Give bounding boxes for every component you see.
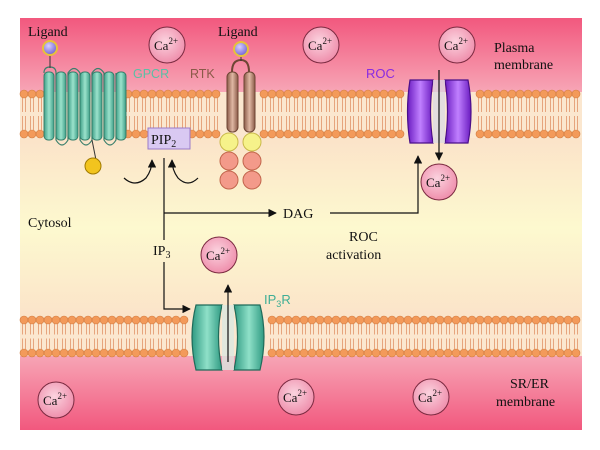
ca-ion-label: Ca2+	[43, 391, 67, 408]
g-protein-icon	[84, 157, 102, 175]
gpcr-label: GPCR	[133, 67, 169, 81]
pip2-label: PIP2	[151, 133, 176, 150]
pip2-box	[147, 127, 191, 150]
cytosol-label: Cytosol	[28, 216, 72, 231]
ca-ion-label: Ca2+	[418, 388, 442, 405]
ligand-icon-1	[42, 40, 58, 56]
dag-label: DAG	[283, 207, 313, 222]
ca-ion-label: Ca2+	[154, 36, 178, 53]
pathway-arrows	[123, 70, 444, 362]
ca-ion-extracellular-1: Ca2+	[148, 26, 186, 64]
plasma-membrane-label-line2: membrane	[494, 58, 553, 73]
sr-er-membrane-label-line2: membrane	[496, 395, 555, 410]
sr-er-membrane	[19, 315, 582, 358]
ca-ion-label: Ca2+	[308, 36, 332, 53]
rtk-receptor	[219, 58, 262, 190]
calcium-ions: Ca2+ Ca2+ Ca2+ Ca2+ Ca2+ Ca2+ Ca2+ Ca2+	[37, 26, 476, 419]
ca-ion-roc-entry: Ca2+	[438, 26, 476, 64]
ca-ion-extracellular-2: Ca2+	[302, 26, 340, 64]
ip3r-channel	[191, 304, 265, 371]
ca-ion-store-2: Ca2+	[277, 378, 315, 416]
ca-ion-released: Ca2+	[200, 236, 238, 274]
ca-ion-label: Ca2+	[283, 388, 307, 405]
ligand-icon-2	[233, 41, 249, 57]
ca-ion-roc-cytosol: Ca2+	[420, 163, 458, 201]
ip3-label: IP3	[153, 244, 170, 261]
gpcr-receptor	[43, 66, 127, 175]
plasma-membrane-label-line1: Plasma	[494, 41, 535, 56]
cytosol-region	[20, 138, 582, 318]
ca-ion-store-3: Ca2+	[412, 378, 450, 416]
roc-activation-label-line1: ROC	[349, 230, 378, 245]
roc-label: ROC	[366, 66, 395, 81]
roc-activation-label-line2: activation	[326, 248, 381, 263]
ca-ion-store-1: Ca2+	[37, 381, 75, 419]
ca-ion-label: Ca2+	[206, 246, 230, 263]
ca-ion-label: Ca2+	[426, 173, 450, 190]
ip3r-label: IP3R	[264, 292, 291, 309]
ligand-label-1: Ligand	[28, 25, 68, 40]
ligand-label-2: Ligand	[218, 25, 258, 40]
rtk-label: RTK	[190, 67, 215, 81]
sr-er-membrane-label-line1: SR/ER	[510, 377, 550, 392]
ca-ion-label: Ca2+	[444, 36, 468, 53]
